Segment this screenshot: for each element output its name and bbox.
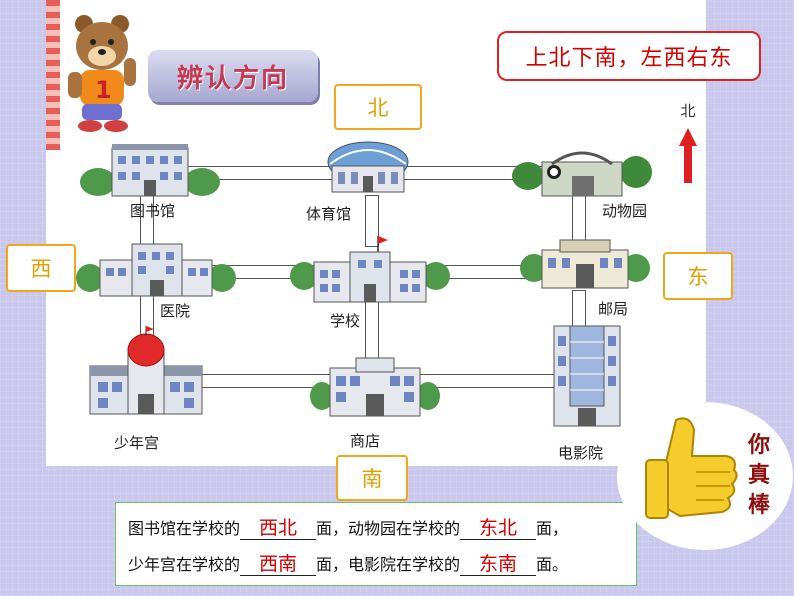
quiz-1-text-c: 面， <box>536 519 569 538</box>
road-gym-school <box>365 195 379 247</box>
quiz-2-text-a: 少年宫在学校的 <box>128 555 241 574</box>
direction-rule-box: 上北下南，左西右东 <box>497 31 761 81</box>
shop-building-icon <box>310 357 440 417</box>
east-box: 东 <box>663 252 733 300</box>
cinema-building-icon <box>553 325 621 427</box>
west-label-text: 西 <box>30 257 52 281</box>
zoo-building-icon <box>512 151 652 197</box>
bear-mascot-icon: 1 <box>68 15 136 132</box>
south-box: 南 <box>336 455 408 501</box>
west-box: 西 <box>6 244 76 292</box>
page-title: 辨认方向 <box>176 63 289 94</box>
quiz-2-text-c: 面。 <box>536 555 569 574</box>
post-office-building-icon <box>520 239 650 289</box>
quiz-2-text-b: 面，电影院在学校的 <box>316 555 461 574</box>
school-label: 学校 <box>330 312 361 330</box>
direction-rule-text: 上北下南，左西右东 <box>525 46 733 71</box>
east-label-text: 东 <box>687 265 709 289</box>
north-arrow-icon <box>679 128 697 183</box>
decorative-stripe <box>46 0 60 150</box>
north-indicator-label: 北 <box>680 102 696 120</box>
quiz-line-2: 少年宫在学校的西南面，电影院在学校的东南面。 <box>128 551 568 576</box>
north-box: 北 <box>334 84 422 130</box>
thumbs-up-icon <box>645 417 738 519</box>
svg-text:1: 1 <box>95 76 112 104</box>
quiz-1-text-a: 图书馆在学校的 <box>128 519 241 538</box>
school-building-icon <box>290 236 450 303</box>
title-badge: 辨认方向 <box>148 50 318 102</box>
gym-label: 体育馆 <box>306 205 352 223</box>
library-label: 图书馆 <box>130 202 176 220</box>
gym-building-icon <box>327 141 409 193</box>
quiz-line-1: 图书馆在学校的西北面，动物园在学校的东北面， <box>128 515 568 540</box>
quiz-2-answer-2[interactable]: 东南 <box>460 553 537 576</box>
quiz-1-text-b: 面，动物园在学校的 <box>316 519 461 538</box>
south-label-text: 南 <box>361 467 383 491</box>
quiz-2-answer-1[interactable]: 西南 <box>240 553 317 576</box>
hospital-label: 医院 <box>160 302 191 320</box>
zoo-label: 动物园 <box>602 202 648 220</box>
shop-label: 商店 <box>350 432 381 450</box>
quiz-1-answer-1[interactable]: 西北 <box>240 517 317 540</box>
north-label-text: 北 <box>367 96 389 120</box>
praise-text: 你真棒 <box>747 432 770 518</box>
cinema-label: 电影院 <box>558 444 604 462</box>
youth-palace-label: 少年宫 <box>114 434 160 452</box>
quiz-1-answer-2[interactable]: 东北 <box>460 517 537 540</box>
post-office-label: 邮局 <box>598 300 629 318</box>
hospital-building-icon <box>76 243 236 297</box>
library-building-icon <box>80 144 220 197</box>
youth-palace-building-icon <box>89 326 203 415</box>
quiz-box: 图书馆在学校的西北面，动物园在学校的东北面， 少年宫在学校的西南面，电影院在学校… <box>115 502 637 586</box>
